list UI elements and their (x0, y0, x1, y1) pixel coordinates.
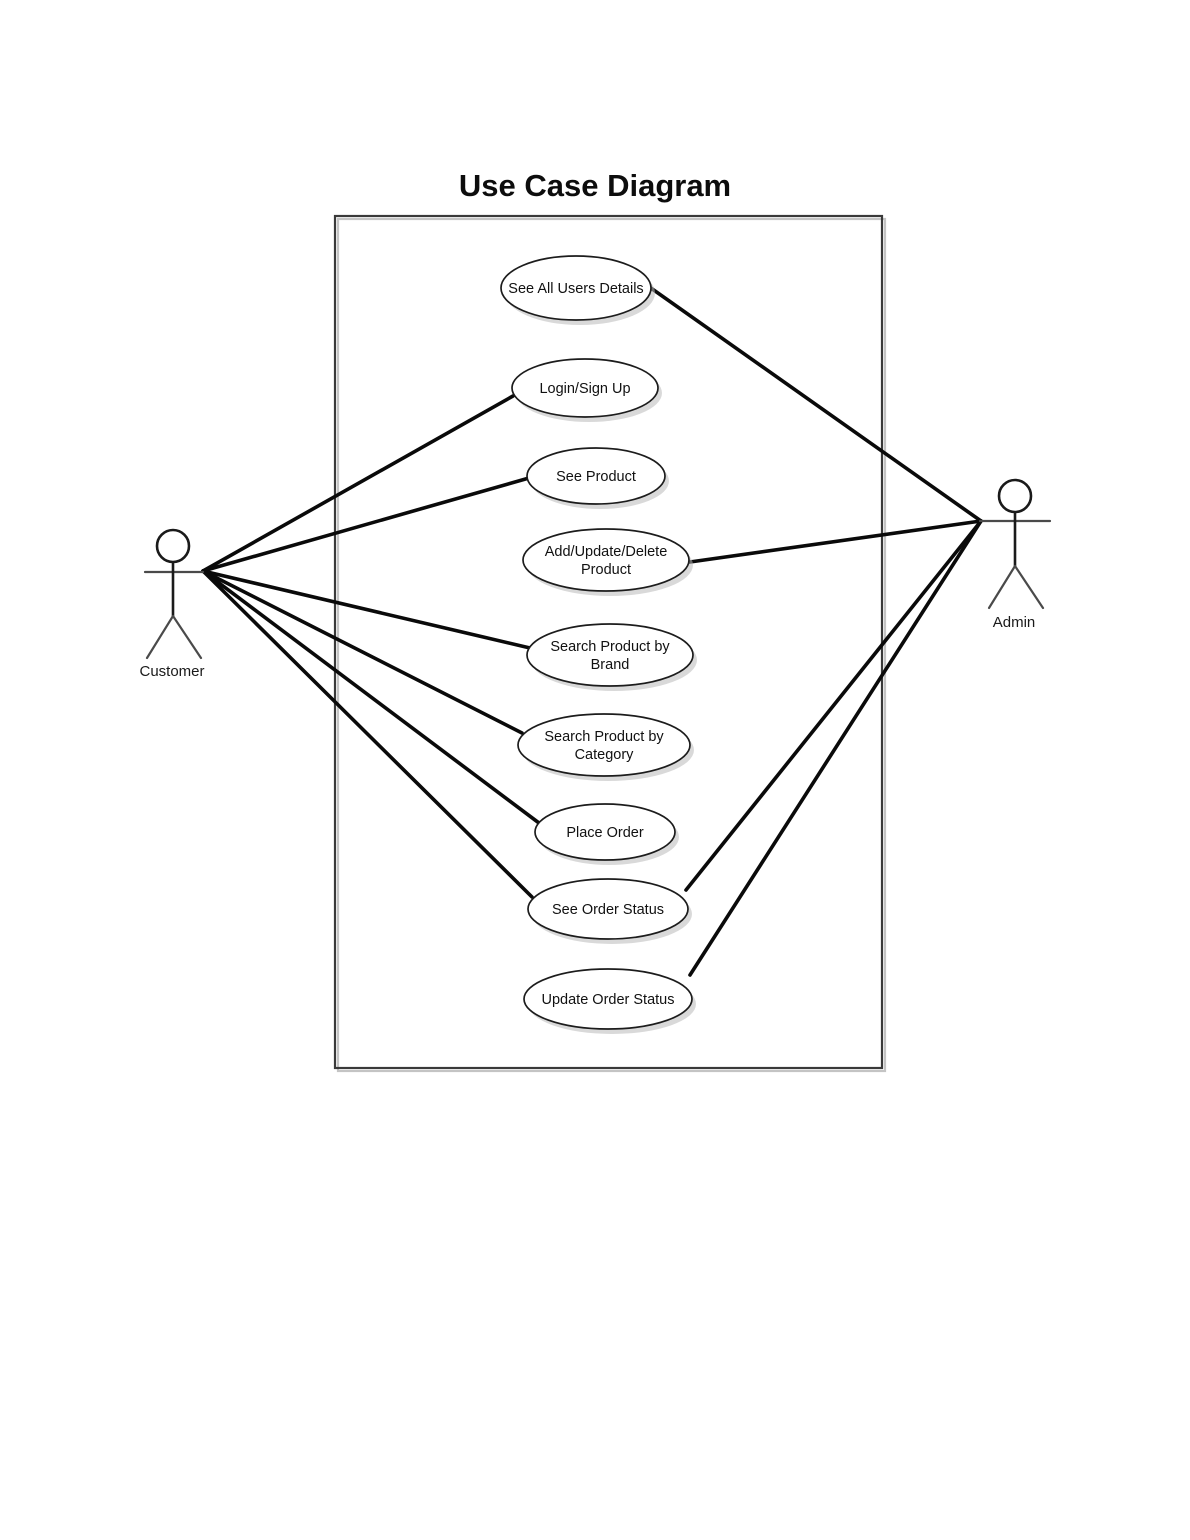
actor-leg-right (171, 614, 203, 660)
actor-leg-right (1013, 564, 1045, 610)
actor-head (155, 528, 191, 564)
actors: Customer Admin (139, 478, 1052, 680)
use-case-label: See Product (556, 469, 636, 485)
association-admin-add-update-delete-product (688, 519, 983, 564)
use-case-place-order[interactable]: Place Order (534, 803, 679, 865)
association-customer-search-product-by-brand (201, 569, 532, 650)
actor-leg-left (145, 614, 175, 660)
use-case-ellipse (534, 803, 676, 861)
use-case-see-all-users-details[interactable]: See All Users Details (500, 255, 655, 325)
use-case-ellipse (500, 255, 652, 321)
use-case-login-sign-up[interactable]: Login/Sign Up (511, 358, 662, 422)
use-case-label: Update Order Status (542, 992, 675, 1008)
use-case-ellipse (527, 878, 689, 940)
actor-head (997, 478, 1033, 514)
association-admin-update-order-status (688, 519, 983, 977)
system-boundary-shadow (336, 217, 887, 1073)
association-admin-see-all-users-details (646, 284, 983, 523)
use-case-label: Brand (591, 657, 630, 673)
use-case-label: See Order Status (552, 902, 664, 918)
actor-admin[interactable]: Admin (978, 478, 1052, 631)
use-case-label: Login/Sign Up (539, 381, 630, 397)
page-title: Use Case Diagram (459, 168, 731, 203)
use-case-search-product-by-category[interactable]: Search Product by Category (517, 713, 694, 781)
association-customer-place-order (201, 569, 541, 825)
actor-leg-left (987, 564, 1017, 610)
use-case-label: See All Users Details (508, 281, 643, 297)
association-customer-login-sign-up (201, 394, 515, 573)
use-case-label: Place Order (566, 825, 644, 841)
association-lines (201, 284, 983, 977)
use-case-see-order-status[interactable]: See Order Status (527, 878, 692, 944)
use-case-search-product-by-brand[interactable]: Search Product by Brand (526, 623, 697, 691)
association-customer-see-order-status (201, 569, 534, 899)
use-case-label: Product (581, 562, 631, 578)
association-customer-see-product (201, 476, 531, 573)
use-case-ellipse (517, 713, 691, 777)
use-case-update-order-status[interactable]: Update Order Status (523, 968, 696, 1034)
use-case-ellipse (526, 623, 694, 687)
use-case-see-product[interactable]: See Product (526, 447, 669, 509)
use-case-label: Search Product by (550, 639, 670, 655)
use-case-ellipse (526, 447, 666, 505)
use-case-ellipse (523, 968, 693, 1030)
actor-label: Customer (139, 663, 204, 680)
use-case-ellipse (511, 358, 659, 418)
use-case-label: Search Product by (544, 729, 664, 745)
association-admin-see-order-status (684, 519, 983, 892)
use-case-label: Add/Update/Delete (545, 544, 668, 560)
association-customer-search-product-by-category (201, 569, 524, 735)
actor-label: Admin (993, 614, 1036, 631)
use-case-ellipse (522, 528, 690, 592)
use-case-label: Category (575, 747, 635, 763)
actor-customer[interactable]: Customer (139, 528, 205, 680)
